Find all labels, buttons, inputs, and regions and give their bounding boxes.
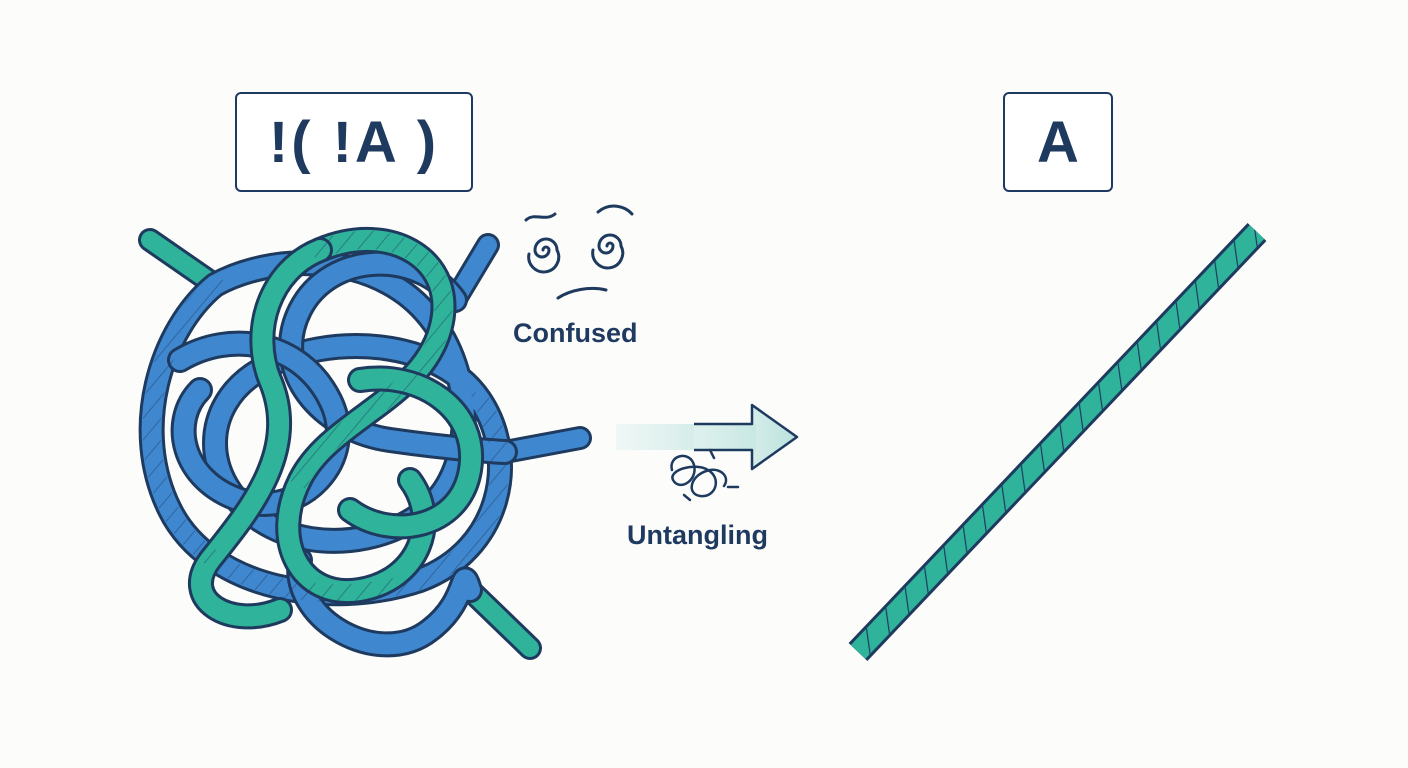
right-spiral-eye (591, 233, 625, 270)
left-brow (524, 212, 557, 222)
blue-rope-loops (138, 250, 518, 658)
untangling-label: Untangling (627, 520, 768, 550)
arrow-head (694, 403, 799, 471)
left-spiral-eye (527, 237, 561, 274)
frown-mouth (556, 286, 608, 300)
left-expression-box: !( !A ) (235, 92, 473, 192)
right-expression-box: A (1003, 92, 1113, 192)
rope-end-bottom (458, 578, 542, 660)
right-brow (596, 204, 634, 216)
confused-label: Confused (513, 318, 638, 348)
